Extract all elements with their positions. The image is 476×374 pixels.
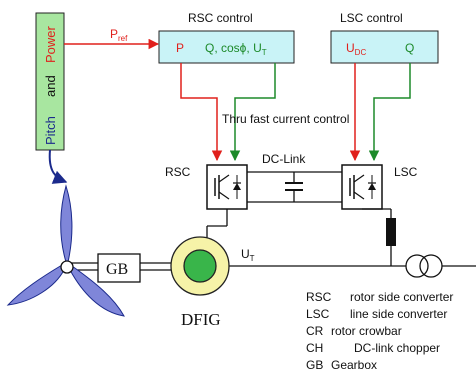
rsc-label: RSC [165, 165, 191, 179]
legend-abbr: LSC [306, 307, 330, 321]
legend-desc: rotor side converter [350, 290, 453, 304]
legend-abbr: CR [306, 324, 324, 338]
rsc-outputs-label: Q, cosϕ, UT [205, 41, 267, 57]
pref-label: Pref [110, 27, 128, 43]
lsc-control-block: LSC control UDC Q [330, 11, 439, 64]
lsc-q-output: Q [405, 41, 414, 55]
legend-desc: line side converter [350, 307, 447, 321]
legend-abbr: GB [306, 358, 323, 372]
dfig-generator: DFIG [170, 236, 230, 329]
legend-abbr: RSC [306, 290, 332, 304]
lsc-label: LSC [394, 165, 418, 179]
ut-label: UT [241, 247, 255, 263]
transformer-icon [405, 254, 443, 278]
and-label: and [43, 75, 58, 97]
grid-line: UT [229, 247, 476, 278]
rsc-p-input: P [176, 41, 184, 55]
chopper-resistor-icon [386, 218, 396, 246]
legend-abbr: CH [306, 341, 323, 355]
turbine-rotor-icon [6, 184, 125, 317]
gearbox-box [97, 253, 141, 283]
gearbox-label: GB [106, 261, 128, 278]
dfig-label: DFIG [181, 310, 221, 329]
fast-current-control-label: Thru fast current control [222, 112, 349, 126]
legend-desc: Gearbox [331, 358, 377, 372]
lsc-igbt-icon [341, 164, 383, 210]
capacitor-icon [285, 172, 303, 202]
pitch-signal-arrow [48, 149, 68, 184]
drivetrain: GB [70, 253, 171, 283]
pitch-label: Pitch [43, 116, 58, 145]
lsc-udc-input: UDC [346, 41, 366, 57]
legend-desc: rotor crowbar [331, 324, 402, 338]
pref-signal: Pref [64, 27, 160, 50]
rsc-igbt-icon [206, 164, 248, 210]
rsc-control-title: RSC control [188, 11, 253, 25]
dc-link-label: DC-Link [262, 152, 306, 166]
rsc-control-block: RSC control P Q, cosϕ, UT [158, 11, 295, 64]
back-to-back-converter: RSC DC-Link LSC [165, 152, 418, 210]
pitch-power-box: Pitch and Power [35, 12, 65, 151]
lsc-control-title: LSC control [340, 11, 403, 25]
legend-desc: DC-link chopper [354, 341, 440, 355]
power-label: Power [43, 25, 58, 63]
control-signal-lines [180, 63, 411, 162]
